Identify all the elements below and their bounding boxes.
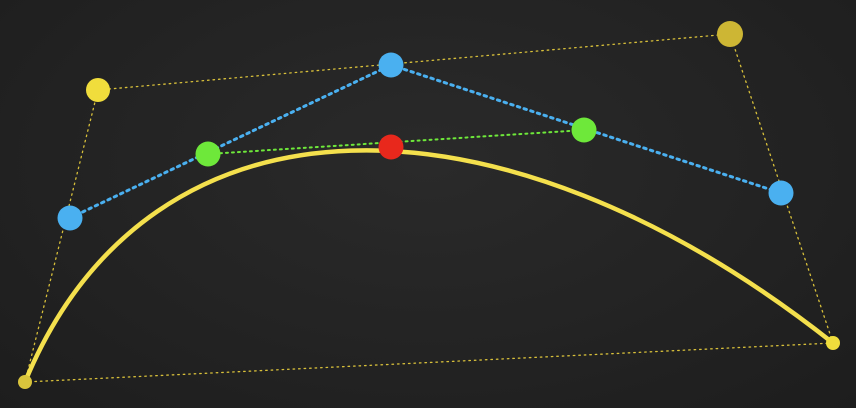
level2-point-r1	[571, 117, 597, 143]
level1-lines	[68, 63, 783, 220]
control-polygon-segment-p1-p2	[97, 33, 731, 91]
control-point-p3[interactable]	[826, 336, 840, 350]
control-polygon-segment-p3-p0	[24, 342, 834, 383]
curve-point-b	[378, 134, 404, 160]
control-polygon-segment-p0-p1	[24, 89, 99, 383]
level1-segment-q0-q1	[68, 63, 393, 220]
level2-point-r0	[195, 141, 221, 167]
level1-point-q0	[57, 205, 83, 231]
level1-point-q1	[378, 52, 404, 78]
bezier-curve	[22, 148, 836, 385]
control-polygon-segment-p2-p3	[729, 33, 834, 344]
control-point-p0[interactable]	[18, 375, 32, 389]
control-point-p2[interactable]	[717, 21, 743, 47]
level1-point-q2	[768, 180, 794, 206]
control-point-p1[interactable]	[86, 78, 110, 102]
control-polygon	[24, 33, 834, 383]
